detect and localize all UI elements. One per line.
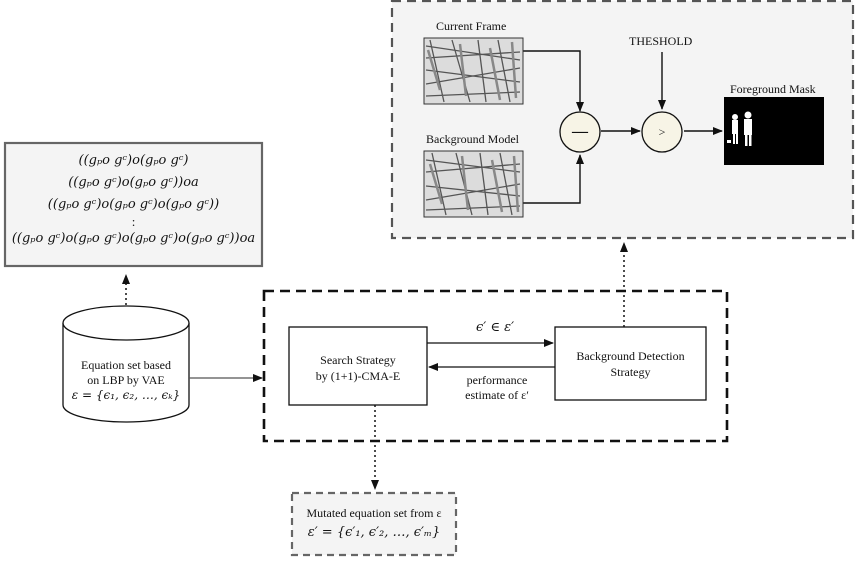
background-model-label: Background Model — [426, 132, 519, 146]
current-frame-image — [423, 37, 524, 105]
search-strategy-line2: by (1+1)-CMA-E — [315, 369, 401, 383]
background-model-image — [423, 150, 524, 218]
mutated-set-label: Mutated equation set from ε ε′ = {ϵ′₁, ϵ… — [292, 503, 456, 543]
search-strategy-box — [288, 326, 428, 406]
threshold-label: THESHOLD — [629, 34, 693, 48]
equation-line-2: ((gₚo gᶜ)o(gₚo gᶜ))oa — [68, 175, 199, 190]
database-label-line3: ε = {ϵ₁, ϵ₂, …, ϵₖ} — [71, 388, 181, 402]
feedback-label-line2: estimate of ε′ — [465, 388, 529, 402]
equation-ellipsis: : — [131, 214, 136, 229]
equation-line-3: ((gₚo gᶜ)o(gₚo gᶜ)o(gₚo gᶜ)) — [47, 197, 220, 212]
arrow-model-to-minus — [523, 154, 584, 204]
feedback-label-line1: performance — [466, 373, 528, 387]
equation-line-5: ((gₚo gᶜ)o(gₚo gᶜ)o(gₚo gᶜ)o(gₚo gᶜ))oa — [11, 231, 256, 246]
database-cylinder — [62, 305, 190, 423]
search-strategy-line1: Search Strategy — [320, 353, 396, 367]
background-detection-box — [554, 326, 707, 401]
background-detection-line1: Background Detection — [576, 349, 685, 363]
equation-set-box: ((gₚo gᶜ)o(gₚo gᶜ) ((gₚo gᶜ)o(gₚo gᶜ))oa… — [5, 150, 262, 250]
database-label-line1: Equation set based — [81, 358, 171, 372]
mutated-set-frame — [290, 491, 458, 557]
arrow-frame-to-minus — [523, 50, 584, 112]
forward-arrow-label: ϵ′ ∈ ε′ — [475, 320, 515, 335]
feedback-arrow-label: performance estimate of ε′ — [447, 373, 547, 403]
greater-symbol: > — [658, 125, 666, 139]
greater-operator — [641, 111, 683, 153]
foreground-mask-label: Foreground Mask — [730, 82, 816, 96]
background-detection-line2: Strategy — [610, 365, 651, 379]
mutated-set-line1: Mutated equation set from ε — [306, 506, 442, 520]
current-frame-label: Current Frame — [436, 19, 507, 33]
background-detection-label: Background Detection Strategy — [555, 348, 706, 380]
equation-set-frame — [3, 141, 264, 268]
minus-operator — [559, 111, 601, 153]
foreground-mask-image — [724, 97, 824, 165]
equation-line-1: ((gₚo gᶜ)o(gₚo gᶜ) — [78, 153, 189, 168]
database-label-line2: on LBP by VAE — [87, 373, 165, 387]
minus-symbol: — — [572, 123, 588, 140]
mutated-set-line2: ε′ = {ϵ′₁, ϵ′₂, …, ϵ′ₘ} — [307, 525, 441, 540]
search-strategy-label: Search Strategy by (1+1)-CMA-E — [289, 352, 427, 384]
database-label: Equation set based on LBP by VAE ε = {ϵ₁… — [63, 358, 189, 403]
